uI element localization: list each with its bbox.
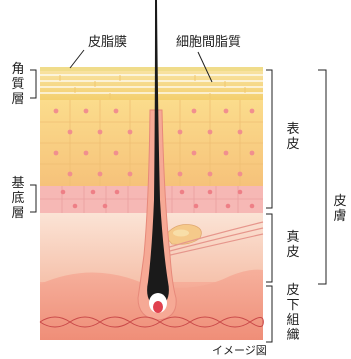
basal-dots	[60, 189, 255, 209]
caption: イメージ図	[212, 344, 267, 357]
epidermis-bracket	[266, 69, 273, 209]
subcutaneous-bracket	[266, 285, 273, 343]
dermis-label: 真 皮	[286, 230, 300, 260]
sebum-film-label: 皮脂膜	[88, 35, 128, 50]
sebum-film	[40, 67, 263, 71]
corneum-cell-breaks	[59, 75, 246, 99]
basal-layer-bracket	[30, 184, 37, 213]
blood-vessels	[39, 316, 264, 328]
skin-label: 皮 膚	[333, 194, 347, 224]
basal-layer-label: 基 底 層	[11, 176, 25, 221]
intercellular-lipid-label: 細胞間脂質	[176, 35, 242, 50]
skin-bracket	[318, 69, 327, 285]
epidermis-dots	[53, 108, 255, 177]
stratum-corneum-label: 角 質 層	[11, 62, 25, 107]
dermal-papilla	[153, 301, 163, 313]
subcutaneous-label: 皮 下 組 織	[286, 283, 300, 343]
dermis-bracket	[266, 213, 273, 283]
arrector-pili-muscle	[165, 221, 264, 257]
hair-shaft	[147, 0, 169, 308]
leader-lines	[69, 49, 213, 83]
epidermis-label: 表 皮	[286, 122, 300, 152]
stratum-corneum-bracket	[30, 69, 37, 99]
corneum-lines	[40, 74, 263, 94]
